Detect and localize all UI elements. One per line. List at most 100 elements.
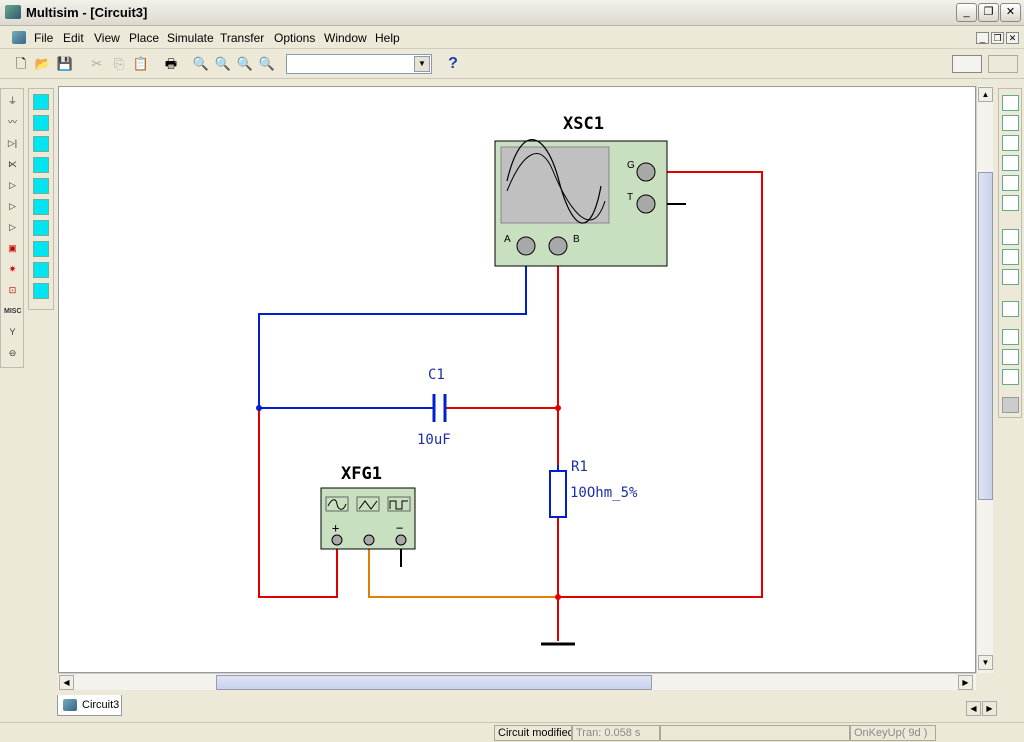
misc-digital-icon[interactable]: ▣ [8,243,17,253]
menu-options[interactable]: Options [274,31,316,45]
wire-scope-a[interactable] [258,252,527,408]
menu-view[interactable]: View [94,31,120,45]
rf-component-icon[interactable]: Y [9,327,16,337]
scope-pin-g: G [627,160,635,171]
scope-pin-a: A [504,234,511,245]
virtual-basic-icon[interactable] [33,136,49,152]
menu-simulate[interactable]: Simulate [167,31,214,45]
virtual-diode-icon[interactable] [33,157,49,173]
fg-minus-label: − [396,521,403,535]
copy-icon[interactable]: ⎘ [113,56,125,71]
word-generator-icon[interactable] [1002,229,1019,245]
logic-analyzer-icon[interactable] [1002,249,1019,265]
scroll-down-icon[interactable]: ▼ [978,655,993,670]
agilent-generator-icon[interactable] [1002,329,1019,345]
status-modified: Circuit modified [494,725,572,741]
component-combo[interactable]: ▼ [286,54,432,74]
mdi-minimize-button[interactable]: _ [976,32,989,44]
junction-dot [555,594,561,600]
instrument-panel-icon[interactable] [952,55,982,73]
menu-transfer[interactable]: Transfer [220,31,265,45]
tab-circuit3[interactable]: Circuit3 [57,695,122,716]
function-generator-xfg1[interactable] [320,487,416,550]
ttl-component-icon[interactable]: ▷ [9,201,16,211]
horizontal-scrollbar[interactable]: ◀ ▶ [58,673,976,690]
source-component-icon[interactable]: ⏚ [7,96,17,106]
probe-icon[interactable] [1002,397,1019,413]
menu-edit[interactable]: Edit [63,31,84,45]
wire-fg-common[interactable] [368,541,558,598]
oscilloscope-icon[interactable] [1002,155,1019,171]
oscilloscope-xsc1[interactable] [494,139,668,267]
paste-icon[interactable]: 📋 [132,56,150,71]
menu-window[interactable]: Window [324,31,367,45]
scroll-left-icon[interactable]: ◀ [59,675,74,690]
virtual-analog-icon[interactable] [33,199,49,215]
zoom-in-icon[interactable]: 🔍 [192,56,210,71]
schematic-canvas[interactable]: XSC1 A B G T C1 10uF R1 10Ohm_5% XFG1 + … [58,86,976,673]
help-icon[interactable]: ? [448,55,458,72]
misc-component-icon[interactable]: MISC [4,308,22,315]
menu-place[interactable]: Place [129,31,160,45]
menu-help[interactable]: Help [375,31,400,45]
mdi-restore-button[interactable]: ❐ [991,32,1004,44]
zoom-out-icon[interactable]: 🔍 [214,56,232,71]
resistor-value-label: 10Ohm_5% [570,485,638,501]
diode-component-icon[interactable]: ▷| [7,138,18,148]
vertical-scrollbar[interactable]: ▲ ▼ [976,86,993,673]
agilent-scope-icon[interactable] [1002,369,1019,385]
save-icon[interactable]: 💾 [56,56,74,71]
print-icon[interactable]: 🖶 [164,56,178,71]
wire-fg-plus[interactable] [258,408,338,598]
capacitor-c1[interactable] [432,394,447,422]
horizontal-scroll-thumb[interactable] [216,675,652,690]
virtual-misc-icon[interactable] [33,220,49,236]
mdi-close-button[interactable]: ✕ [1006,32,1019,44]
logic-converter-icon[interactable] [1002,269,1019,285]
minimize-button[interactable]: _ [956,3,977,22]
wattmeter-icon[interactable] [1002,135,1019,151]
new-file-icon[interactable]: 🗋 [15,56,27,71]
tab-scroll-left-icon[interactable]: ◀ [966,701,981,716]
cmos-component-icon[interactable]: ▷ [9,222,16,232]
schematic-svg: XSC1 A B G T C1 10uF R1 10Ohm_5% XFG1 + … [256,114,763,646]
wire-scope-g[interactable] [558,171,763,598]
bode-plotter-icon[interactable] [1002,195,1019,211]
open-folder-icon[interactable]: 📂 [34,56,52,71]
virtual-transistor-icon[interactable] [33,178,49,194]
virtual-measurement-icon[interactable] [33,241,49,257]
tab-scroll-right-icon[interactable]: ▶ [982,701,997,716]
agilent-multimeter-icon[interactable] [1002,349,1019,365]
cut-icon[interactable]: ✂ [91,56,103,71]
analog-component-icon[interactable]: ▷ [9,180,16,190]
indicator-component-icon[interactable]: ⊡ [8,285,17,295]
electromechanical-component-icon[interactable]: ⊖ [8,348,17,358]
resistor-r1[interactable] [549,465,567,518]
iv-analyzer-icon[interactable] [1002,301,1019,317]
virtual-components-toolbar [28,88,54,310]
doc-icon[interactable] [12,31,26,44]
transistor-component-icon[interactable]: ⋉ [8,159,17,169]
restore-button[interactable]: ❐ [978,3,999,22]
status-empty [660,725,850,741]
mixed-component-icon[interactable]: ✷ [8,264,17,274]
scroll-up-icon[interactable]: ▲ [978,87,993,102]
zoom-area-icon[interactable]: 🔍 [236,56,254,71]
virtual-signal-icon[interactable] [33,115,49,131]
four-channel-scope-icon[interactable] [1002,175,1019,191]
multimeter-icon[interactable] [1002,95,1019,111]
vertical-scroll-thumb[interactable] [978,172,993,500]
document-tab-bar: Circuit3 ◀ ▶ [0,695,1024,720]
scroll-right-icon[interactable]: ▶ [958,675,973,690]
menu-file[interactable]: File [34,31,54,45]
close-button[interactable]: ✕ [1000,3,1021,22]
virtual-rated-icon[interactable] [33,283,49,299]
window-title: Multisim - [Circuit3] [26,5,148,20]
function-generator-icon[interactable] [1002,115,1019,131]
basic-component-icon[interactable]: 〰 [7,117,17,127]
virtual-power-icon[interactable] [33,94,49,110]
zoom-fit-icon[interactable]: 🔍 [258,56,276,71]
chevron-down-icon[interactable]: ▼ [414,56,430,72]
virtual-3d-icon[interactable] [33,262,49,278]
toggle-icon[interactable] [988,55,1018,73]
